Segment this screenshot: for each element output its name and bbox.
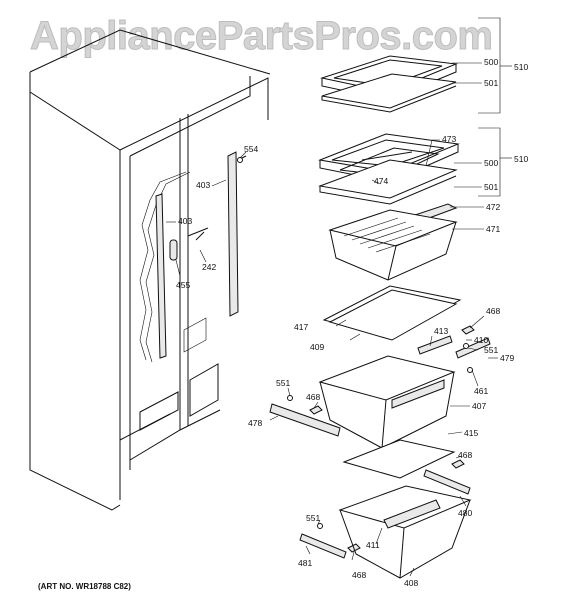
shelf-glass-501-lower [318,159,458,205]
slide-rail-479 [455,337,491,359]
label-468-low: 468 [458,450,472,460]
label-510-upper: 510 [514,62,528,72]
label-413: 413 [434,326,448,336]
label-415: 415 [464,428,478,438]
label-468-mid: 468 [306,392,320,402]
label-480: 480 [458,508,472,518]
screw-554 [237,155,247,163]
label-500-lower: 500 [484,158,498,168]
label-473: 473 [442,134,456,144]
shelf-glass-501-upper [321,73,457,113]
drawer-407 [318,355,456,449]
label-468-bottom: 468 [352,570,366,580]
label-407: 407 [472,401,486,411]
drawer-front-411 [383,499,441,529]
screw-551-a [463,343,469,349]
label-481: 481 [298,558,312,568]
screw-551-b [287,395,293,401]
label-461: 461 [474,386,488,396]
label-410: 410 [474,335,488,345]
stud-242 [187,227,209,241]
fresh-food-cabinet [29,29,271,511]
label-551-left: 551 [276,378,290,388]
label-510-lower: 510 [514,154,528,164]
slide-413 [417,335,453,355]
shelf-rail-right [227,151,239,317]
label-411: 411 [366,540,380,550]
label-471: 471 [486,224,500,234]
clip-468-b [309,405,323,415]
label-468-top: 468 [486,306,500,316]
shelf-rail-left [155,193,167,359]
label-479: 479 [500,353,514,363]
label-474: 474 [374,176,388,186]
label-551-right: 551 [484,345,498,355]
leader-lines [166,17,512,577]
label-242: 242 [202,262,216,272]
crisper-pan-471 [328,209,458,281]
glass-415 [342,439,456,479]
label-455: 455 [176,280,190,290]
clip-468-a [461,325,475,335]
label-409: 409 [310,342,324,352]
slide-rail-480 [423,469,471,495]
art-number: (ART NO. WR18788 C82) [38,582,131,591]
drawer-408 [338,485,472,579]
screw-461 [467,367,473,373]
label-500-upper: 500 [484,57,498,67]
slide-rail-478 [269,403,341,437]
label-472: 472 [486,202,500,212]
clip-468-c [451,459,465,469]
spacer-455 [169,239,178,261]
label-408: 408 [404,578,418,588]
label-417: 417 [294,322,308,332]
cover-glass-409 [328,289,458,341]
label-554: 554 [244,144,258,154]
label-551-bottom: 551 [306,513,320,523]
slide-rail-481 [299,533,347,559]
label-501-upper: 501 [484,78,498,88]
screw-551-c [317,523,323,529]
label-501-lower: 501 [484,182,498,192]
label-478: 478 [248,418,262,428]
label-403-left: 403 [178,216,192,226]
label-403-right: 403 [196,180,210,190]
